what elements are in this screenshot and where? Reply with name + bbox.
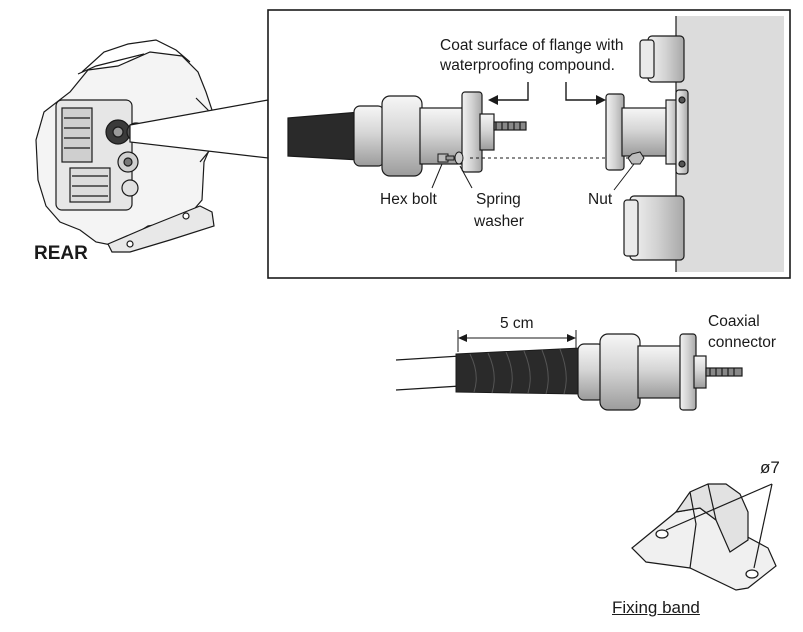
dimension-arrow-left [458,334,467,342]
coat-arrows [494,82,598,101]
connector-assembly-upper [353,91,527,177]
cap-lower [623,195,685,261]
coat-arrowhead-right [596,95,606,105]
diameter-label: ø7 [760,458,780,477]
leader-spring-washer [459,165,473,189]
spring-washer [454,151,464,165]
nut [627,151,645,165]
coaxial-connector-label-line1: Coaxial [708,313,760,330]
connector-assembly-lower [577,333,743,411]
dimension-arrow-right [567,334,576,342]
coat-instruction-line1: Coat surface of flange with [440,37,624,54]
spring-washer-label-line2: washer [474,213,524,230]
cable-lower [395,355,461,391]
diameter-leaders [665,483,773,569]
fixing-band [631,483,777,591]
fixing-band-label: Fixing band [612,598,700,617]
spring-washer-label-line1: Spring [476,191,521,208]
leader-nut [613,163,635,191]
hex-bolt-label: Hex bolt [380,191,437,208]
coaxial-connector-label-line2: connector [708,334,777,351]
rear-label: REAR [34,243,88,264]
coat-instruction-line2: waterproofing compound. [440,57,615,74]
coat-arrowhead-left [488,95,498,105]
nut-label: Nut [588,191,613,208]
mounting-wall [675,16,784,272]
taped-section [455,347,581,395]
hex-bolt [437,153,455,163]
leader-hex-bolt [431,163,443,189]
dimension-label: 5 cm [500,315,534,332]
wall-flange [605,89,689,175]
cap-upper [639,35,685,83]
cable-upper [287,111,361,161]
